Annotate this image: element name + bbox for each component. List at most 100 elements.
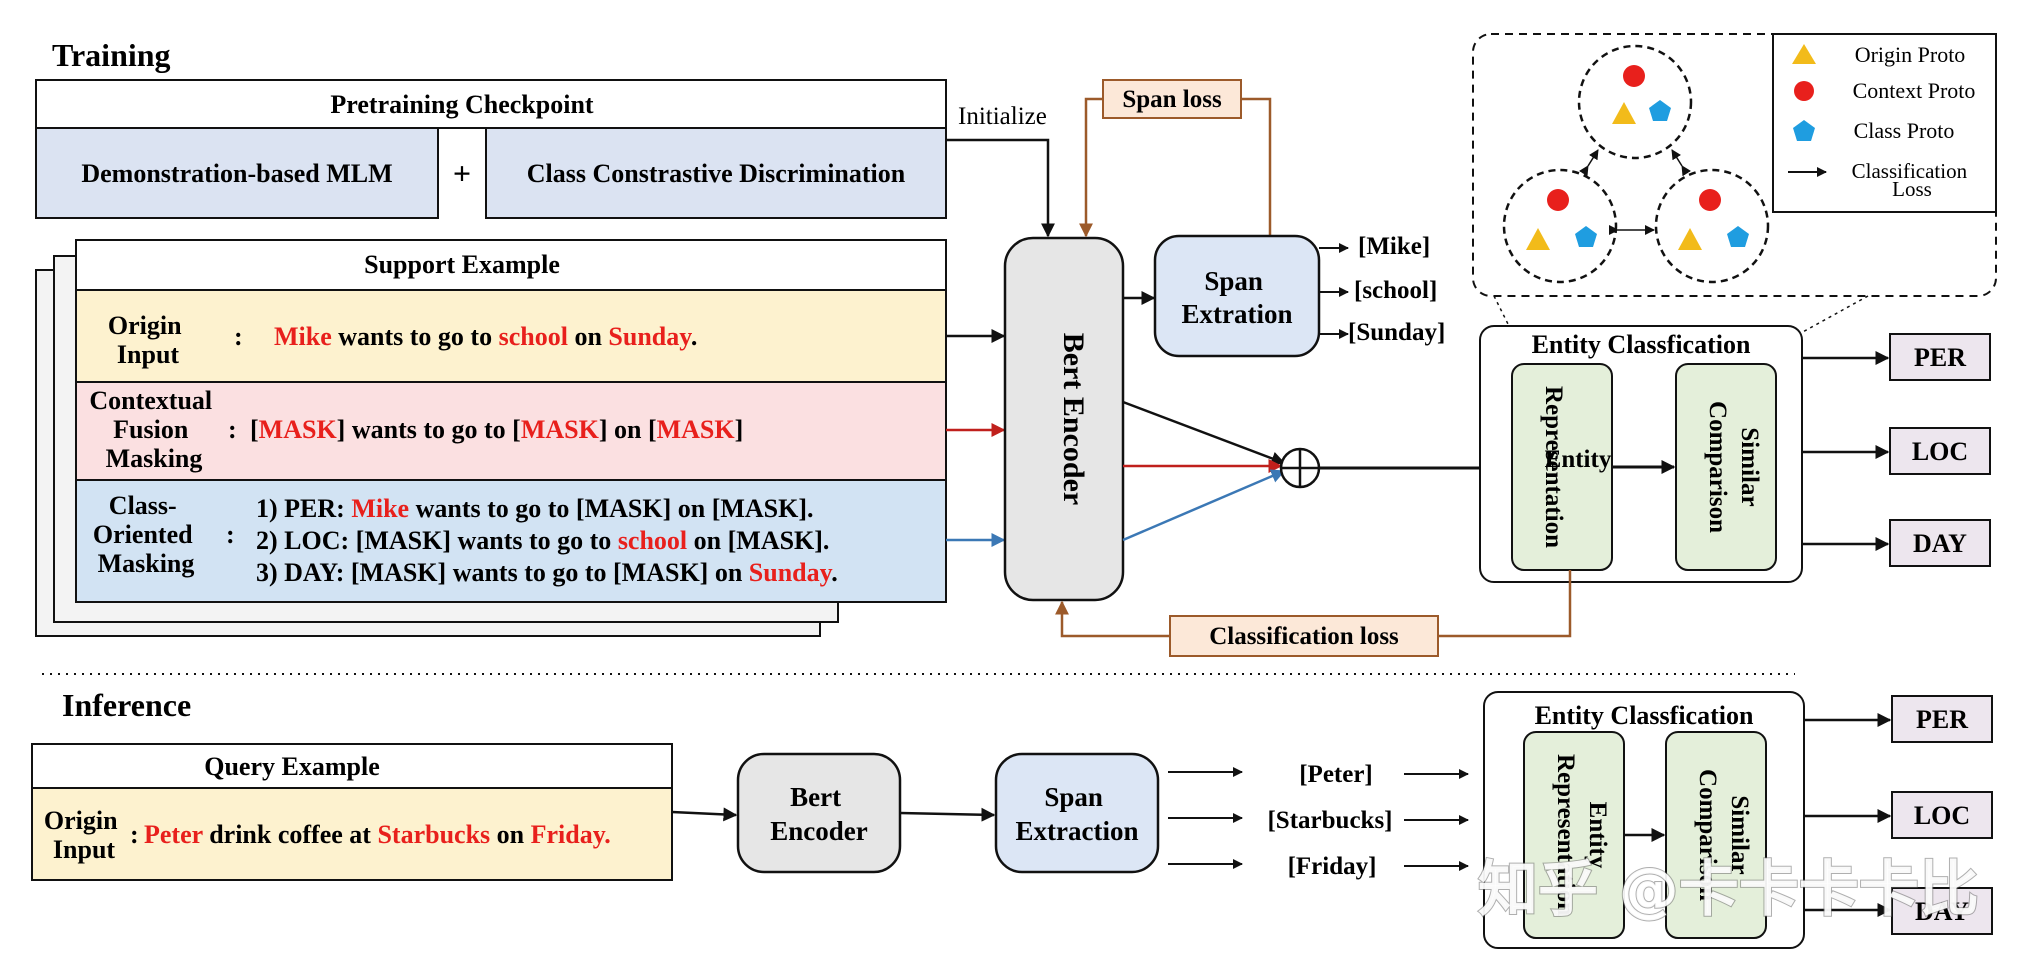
output-loc-training-label: LOC: [1912, 437, 1968, 466]
output-day-inference: [1891, 887, 1993, 935]
class-oriented-label: Class- Oriented Masking: [93, 491, 199, 578]
output-per-training: [1889, 333, 1991, 381]
origin-proto-triangle: [1678, 228, 1702, 250]
sentence-text: on: [490, 820, 530, 849]
initialize-arrow: [946, 138, 1055, 238]
highlighted-entity: Starbucks: [377, 820, 490, 849]
class-contrastive-box: [485, 127, 947, 219]
legend-triangle-icon: [1792, 44, 1816, 64]
plus-sign: +: [453, 155, 471, 191]
pretraining-title: Pretraining Checkpoint: [330, 90, 593, 119]
cluster-loss-arrow: [1578, 149, 1599, 177]
entity-classification-inference-title: Entity Classfication: [1535, 701, 1754, 730]
sentence-text: ]: [735, 415, 744, 444]
origin-input-label: Origin Input: [108, 311, 188, 369]
entity-classification-training-title: Entity Classfication: [1532, 330, 1751, 359]
inference-title: Inference: [62, 687, 191, 723]
class-oriented-line: 1) PER: Mike wants to go to [MASK] on [M…: [256, 494, 814, 523]
context-proto-circle: [1547, 189, 1569, 211]
class-contrastive-label: Class Constrastive Discrimination: [527, 159, 906, 188]
training-title: Training: [52, 37, 171, 73]
fusion-plus-icon: [1279, 447, 1321, 489]
classification-loss-label: Classification loss: [1209, 623, 1399, 650]
sentence-text: .: [691, 322, 698, 351]
watermark: 知乎 @卡卡卡卡比: [1478, 855, 1979, 925]
classification-loss-line: [1438, 570, 1572, 638]
class-oriented-row: [75, 479, 947, 603]
demonstration-mlm-box: [35, 127, 439, 219]
demonstration-mlm-label: Demonstration-based MLM: [81, 159, 392, 188]
pretraining-checkpoint: Pretraining Checkpoint Demonstration-bas…: [35, 79, 947, 219]
support-example: Support Example Origin Input : Mike want…: [35, 239, 947, 637]
legend-origin: Origin Proto: [1855, 42, 1966, 67]
encoder-to-span-inference-arrow: [899, 807, 996, 822]
sentence-text: ] on [: [599, 415, 657, 444]
highlighted-entity: MASK: [657, 415, 736, 444]
span-loss-arrow: [1079, 97, 1103, 238]
span-extraction-training: [1153, 234, 1321, 358]
contextual-fusion-row: [75, 381, 947, 481]
sentence-text: ] wants to go to [: [337, 415, 521, 444]
output-day-training: [1889, 519, 1991, 567]
highlighted-entity: MASK: [259, 415, 338, 444]
similar-comparison-training-label: Comparison: [1704, 401, 1731, 533]
origin-proto-triangle: [1526, 228, 1550, 250]
initialize-label: Initialize: [958, 103, 1047, 130]
sentence-text: 1) PER:: [256, 494, 351, 523]
com-colon: :: [226, 520, 235, 549]
origin-input-sentence: Mike wants to go to school on Sunday.: [274, 322, 697, 351]
bert-encoder-training: [1003, 236, 1125, 602]
origin-proto-triangle: [1612, 102, 1636, 124]
span-extraction-inference: [994, 752, 1160, 874]
span-loss-line: [1241, 97, 1272, 236]
encoder-black-to-fusion: [1122, 400, 1286, 466]
proto-legend: Origin Proto Context Proto Class Proto C…: [1772, 33, 1997, 213]
span-extraction-training-label: Span Extration: [1182, 266, 1293, 329]
sentence-text: [: [250, 415, 259, 444]
legend-context: Context Proto: [1853, 78, 1976, 103]
output-loc-inference-label: LOC: [1914, 801, 1970, 830]
highlighted-entity: Friday.: [531, 820, 611, 849]
highlighted-entity: school: [499, 322, 568, 351]
highlighted-entity: Peter: [144, 820, 203, 849]
similar-comparison-training-label: Similar: [1736, 427, 1763, 506]
entity-representation-training-label: Entity: [1545, 446, 1612, 473]
class-proto-pentagon: [1575, 226, 1597, 247]
highlighted-entity: Mike: [274, 322, 332, 351]
sentence-text: 3) DAY: [MASK] wants to go to [MASK] on: [256, 558, 749, 587]
encoder-blue-to-fusion: [1122, 469, 1286, 542]
highlighted-entity: Sunday: [608, 322, 692, 351]
query-sentence: Peter drink coffee at Starbucks on Frida…: [144, 820, 611, 849]
similar-comparison-inference: [1665, 731, 1767, 939]
output-per-inference: [1891, 695, 1993, 743]
output-per-inference-label: PER: [1916, 705, 1968, 734]
origin-colon: :: [234, 322, 243, 351]
sentence-text: wants to go to [MASK] on [MASK].: [409, 494, 813, 523]
query-origin-label: Origin Input: [44, 806, 124, 864]
entity-classification-training: Entity Classfication Entity Representati…: [1479, 325, 1803, 583]
bert-encoder-training-label: Bert Encoder: [1057, 333, 1090, 505]
sentence-text: 2) LOC: [MASK] wants to go to: [256, 526, 618, 555]
similar-comparison-training: [1675, 363, 1777, 571]
query-title: Query Example: [204, 752, 380, 781]
bert-encoder-inference: [736, 752, 902, 874]
query-example: Query Example Origin Input : Peter drink…: [31, 743, 673, 881]
contextual-fusion-sentence: [MASK] wants to go to [MASK] on [MASK]: [250, 415, 743, 444]
query-to-encoder-arrow: [671, 807, 738, 822]
span-sunday: [Sunday]: [1348, 319, 1445, 346]
highlighted-entity: MASK: [521, 415, 600, 444]
query-colon: :: [130, 820, 139, 849]
highlighted-entity: Mike: [351, 494, 409, 523]
classification-loss-arrow: [1055, 600, 1170, 638]
entity-representation-inference-label: Entity: [1584, 802, 1611, 869]
output-day-inference-label: DAY: [1915, 897, 1969, 926]
span-loss-label: Span loss: [1122, 86, 1222, 113]
sentence-text: on [MASK].: [687, 526, 829, 555]
bert-encoder-inference-label: Bert Encoder: [770, 782, 868, 846]
output-loc-inference: [1891, 791, 1993, 839]
support-title: Support Example: [364, 250, 560, 279]
prototype-panel: Origin Proto Context Proto Class Proto C…: [1472, 33, 1997, 361]
highlighted-entity: school: [618, 526, 687, 555]
class-oriented-line: 3) DAY: [MASK] wants to go to [MASK] on …: [256, 558, 838, 587]
